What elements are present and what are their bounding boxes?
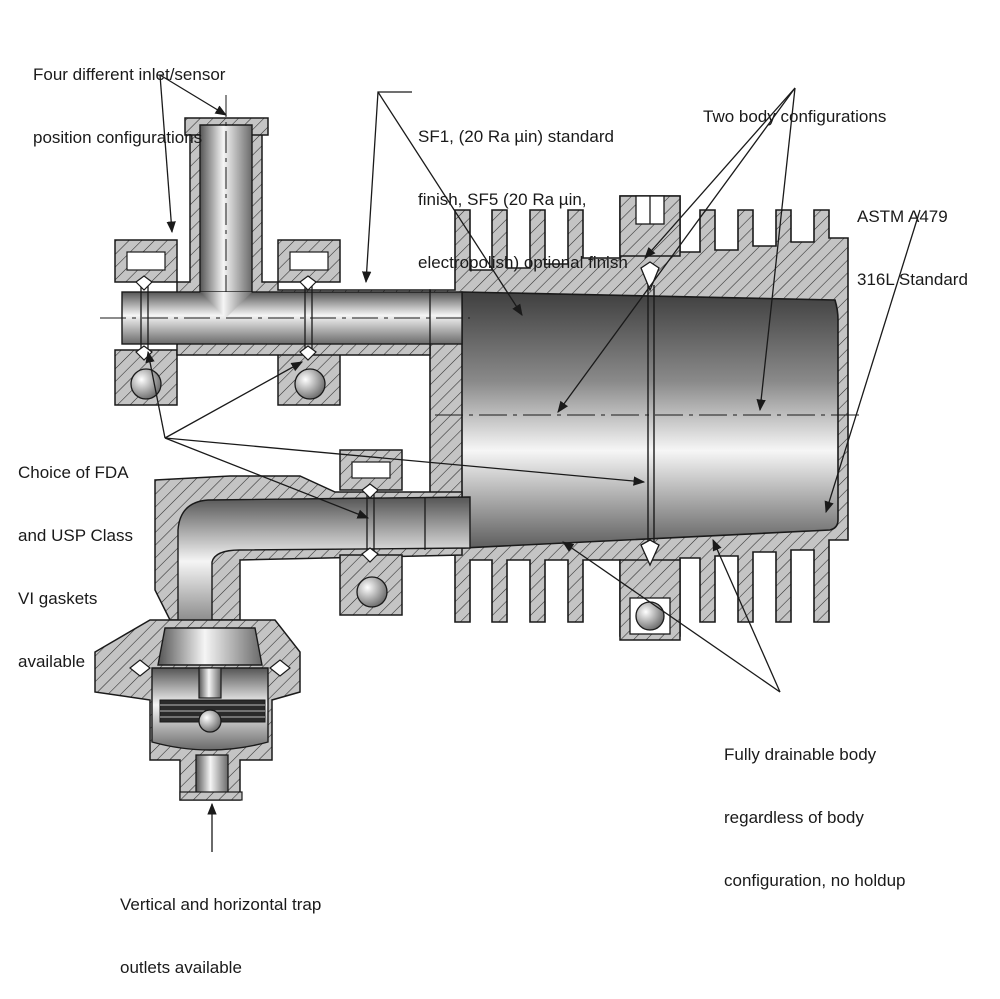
callout-material-line2: 316L Standard xyxy=(857,270,968,289)
callout-inlet-config-line1: Four different inlet/sensor xyxy=(33,65,226,84)
leader-body-config-3 xyxy=(557,87,796,413)
leader-material xyxy=(824,209,921,514)
callout-material-line1: ASTM A479 xyxy=(857,207,948,226)
callout-trap-outlets: Vertical and horizontal trap outlets ava… xyxy=(120,852,321,999)
callout-gaskets-line2: and USP Class xyxy=(18,526,133,545)
callout-finish-line3: electropolish) optional finish xyxy=(418,253,628,272)
callout-body-config: Two body configurations xyxy=(703,64,886,148)
callout-drainable: Fully drainable body regardless of body … xyxy=(724,702,905,912)
callout-gaskets: Choice of FDA and USP Class VI gaskets a… xyxy=(18,420,133,693)
inner-tapered-cavity xyxy=(461,291,839,549)
leader-gasket-4 xyxy=(164,437,646,486)
shell-body xyxy=(429,195,862,637)
callout-finish: SF1, (20 Ra µin) standard finish, SF5 (2… xyxy=(418,84,628,294)
steam-trap xyxy=(94,619,301,801)
leader-drainable-2 xyxy=(712,538,781,693)
leader-body-config-2 xyxy=(756,87,796,412)
callout-gaskets-line1: Choice of FDA xyxy=(18,463,129,482)
callout-finish-line2: finish, SF5 (20 Ra µin, xyxy=(418,190,587,209)
body-bottom-clamp xyxy=(619,539,681,641)
callout-drainable-line2: regardless of body xyxy=(724,808,864,827)
callout-finish-line1: SF1, (20 Ra µin) standard xyxy=(418,127,614,146)
callout-material: ASTM A479 316L Standard xyxy=(857,164,968,311)
leader-arrows xyxy=(145,74,921,852)
leader-drainable-1 xyxy=(562,541,781,693)
leader-body-config-1 xyxy=(644,87,796,259)
callout-trap-outlets-line2: outlets available xyxy=(120,958,242,977)
leader-gasket-3 xyxy=(164,437,370,519)
lower-outlet-assembly xyxy=(154,449,471,641)
leader-gasket-1 xyxy=(145,350,166,439)
callout-gaskets-line3: VI gaskets xyxy=(18,589,98,608)
callout-drainable-line1: Fully drainable body xyxy=(724,745,877,764)
callout-gaskets-line4: available xyxy=(18,652,86,671)
heat-exchanger-section-diagram xyxy=(94,74,921,852)
callout-inlet-config: Four different inlet/sensor position con… xyxy=(33,22,225,169)
leader-inlet-config-2 xyxy=(159,74,176,234)
leader-gasket-2 xyxy=(164,361,304,439)
callout-drainable-line3: configuration, no holdup xyxy=(724,871,906,890)
leader-inlet-config-1 xyxy=(159,74,228,116)
leader-finish-2 xyxy=(377,91,523,316)
callout-trap-outlets-line1: Vertical and horizontal trap xyxy=(120,895,322,914)
callout-inlet-config-line2: position configurations xyxy=(33,128,203,147)
callout-body-config-line1: Two body configurations xyxy=(703,107,887,126)
leader-finish-1 xyxy=(361,91,412,284)
upper-inlet-assembly xyxy=(100,95,470,406)
